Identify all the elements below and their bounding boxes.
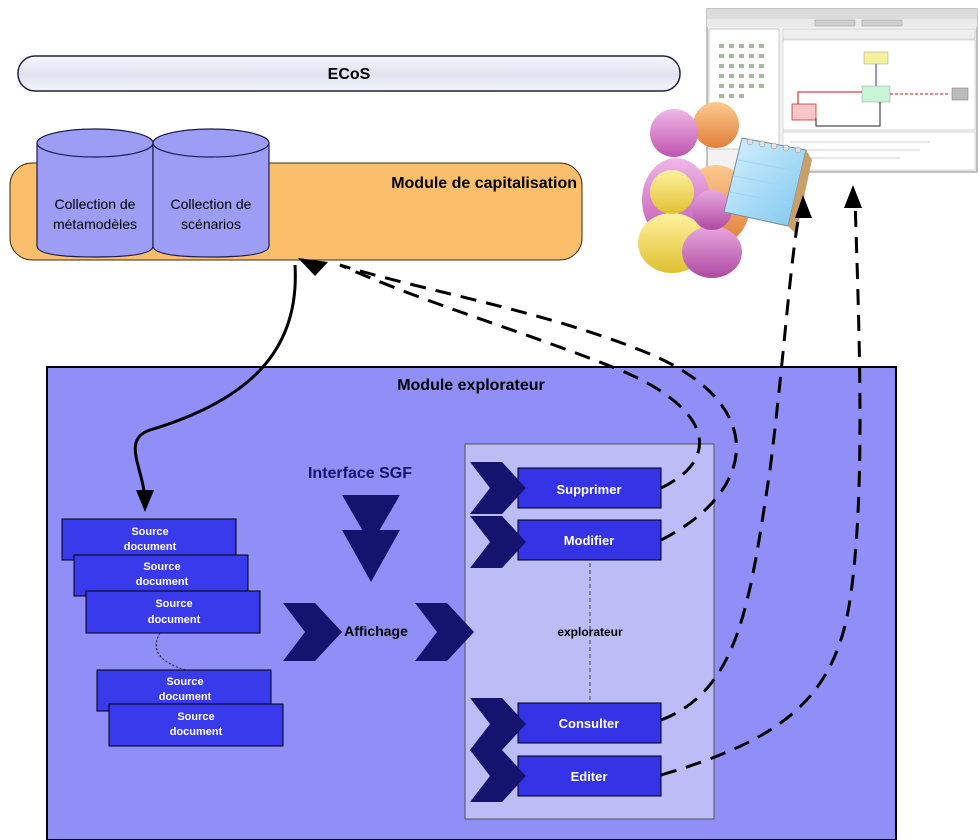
explorer-label: explorateur <box>557 625 623 639</box>
connectors <box>133 199 862 777</box>
source-document-line2: document <box>170 726 223 738</box>
interface-sgf-label: Interface SGF <box>308 465 412 482</box>
button-supprimer[interactable]: Supprimer <box>517 467 662 509</box>
solid-link <box>133 264 297 504</box>
collection-scenarios-cylinder: Collection de scénarios <box>152 128 270 258</box>
collection-metamodels-label-1: Collection de <box>55 196 136 212</box>
button-consulter[interactable]: Consulter <box>517 702 662 744</box>
source-document: Source document <box>73 554 249 597</box>
button-editer[interactable]: Editer <box>517 755 662 797</box>
button-supprimer-label: Supprimer <box>556 482 621 497</box>
source-document-line2: document <box>159 691 212 703</box>
source-document-line2: document <box>124 541 177 553</box>
display-label: Affichage <box>344 623 408 639</box>
collection-scenarios-label-1: Collection de <box>171 196 252 212</box>
button-editer-label: Editer <box>571 769 608 784</box>
dashed-link-editer <box>660 199 862 777</box>
dashed-link-modifier <box>339 263 738 542</box>
source-document-line1: Source <box>143 561 180 573</box>
down-arrow-icon <box>342 495 400 582</box>
collection-metamodels-cylinder: Collection de métamodèles <box>36 128 154 258</box>
button-modifier[interactable]: Modifier <box>517 519 662 561</box>
source-document: Source document <box>85 590 261 634</box>
button-modifier-label: Modifier <box>564 533 615 548</box>
source-document-line1: Source <box>177 711 214 723</box>
source-document-line2: document <box>148 614 201 626</box>
arrowheads <box>136 185 862 512</box>
source-document-line1: Source <box>131 526 168 538</box>
ecos-label: ECoS <box>328 66 371 83</box>
collection-scenarios-label-2: scénarios <box>181 216 241 232</box>
source-document-line2: document <box>136 576 189 588</box>
explorer-module-title: Module explorateur <box>397 377 545 394</box>
source-document-line1: Source <box>155 598 192 610</box>
dashed-link-supprimer <box>339 263 701 490</box>
source-document: Source document <box>61 518 237 561</box>
capitalisation-title: Module de capitalisation <box>391 175 577 192</box>
source-document-line1: Source <box>166 676 203 688</box>
dashed-link-consulter <box>660 209 802 722</box>
button-consulter-label: Consulter <box>559 716 620 731</box>
notepad-icon <box>723 137 812 234</box>
chevron-arrow-icon <box>283 462 526 802</box>
source-document: Source document <box>108 703 284 747</box>
collection-metamodels-label-2: métamodèles <box>53 216 137 232</box>
ecos-bar: ECoS <box>17 55 681 92</box>
documents-connector <box>155 632 186 671</box>
